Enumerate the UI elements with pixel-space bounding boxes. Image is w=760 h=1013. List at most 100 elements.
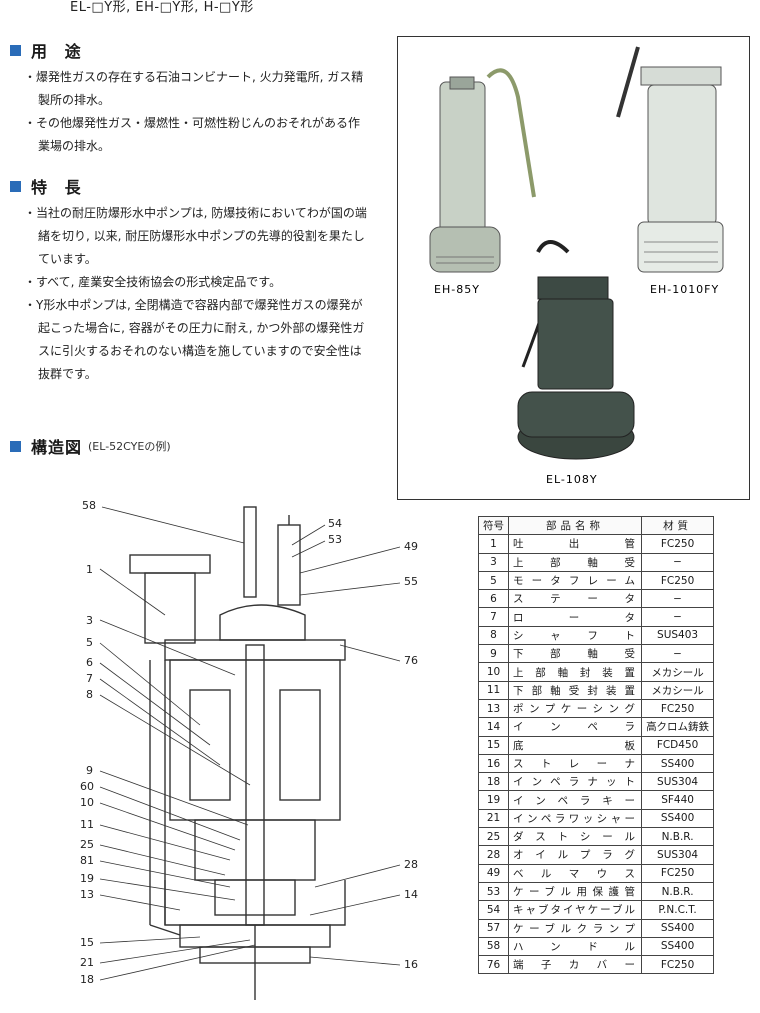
part-number: 7: [478, 607, 509, 627]
part-number: 13: [478, 698, 509, 719]
part-name: ケーブルクランプ: [507, 918, 643, 938]
diagram-label: 28: [404, 858, 418, 871]
structure-note: (EL-52CYEの例): [88, 440, 171, 453]
part-material: SUS304: [641, 845, 715, 865]
diagram-label: 16: [404, 958, 418, 971]
part-number: 19: [478, 790, 509, 810]
part-material: SS400: [641, 808, 715, 829]
part-name: キャブタイヤケーブル: [507, 900, 643, 920]
product-photo-box: EH-85Y EH-1010FY EL-108Y: [397, 36, 750, 500]
features-bullet: ・すべて, 産業安全技術協会の形式検定品です。: [24, 275, 282, 289]
page-header: EL-□Y形, EH-□Y形, H-□Y形: [70, 0, 254, 15]
part-name: ポンプケーシング: [507, 698, 643, 719]
part-number: 15: [478, 735, 509, 755]
diagram-label: 53: [328, 533, 342, 546]
diagram-label: 7: [86, 672, 93, 685]
part-name: 底板: [507, 735, 643, 755]
part-material: メカシール: [641, 680, 715, 700]
diagram-label: 49: [404, 540, 418, 553]
structure-title: 構造図: [31, 438, 83, 457]
caption-el108y: EL-108Y: [546, 473, 598, 486]
structure-drawing: [99, 506, 401, 1000]
diagram-label: 55: [404, 575, 418, 588]
usage-bullets: ・爆発性ガスの存在する石油コンビナート, 火力発電所, ガス精製所の排水。 ・そ…: [24, 66, 369, 158]
part-name: インペラワッシャー: [507, 808, 643, 829]
usage-section-title: 用 途: [10, 38, 87, 62]
part-material: FC250: [641, 863, 715, 883]
header-name: 部品名称: [507, 515, 643, 536]
pump-photos: EH-85Y EH-1010FY EL-108Y: [429, 46, 724, 486]
part-name: 吐出管: [507, 534, 643, 554]
diagram-label: 21: [80, 956, 94, 969]
part-material: SS400: [641, 936, 715, 957]
part-number: 10: [478, 662, 509, 682]
header-no: 符号: [478, 515, 509, 536]
diagram-label: 10: [80, 796, 94, 809]
part-name: 端子カバー: [507, 955, 643, 975]
features-bullets: ・当社の耐圧防爆形水中ポンプは, 防爆技術においてわが国の端緒を切り, 以来, …: [24, 202, 369, 386]
part-name: インペラキー: [507, 790, 643, 810]
caption-eh1010fy: EH-1010FY: [650, 283, 719, 296]
features-bullet: ・当社の耐圧防爆形水中ポンプは, 防爆技術においてわが国の端緒を切り, 以来, …: [24, 206, 367, 266]
diagram-label: 1: [86, 563, 93, 576]
part-material: −: [641, 607, 715, 627]
section-marker-icon: [10, 180, 21, 192]
part-name: オイルプラグ: [507, 845, 643, 865]
part-material: FC250: [641, 698, 715, 719]
diagram-label: 11: [80, 818, 94, 831]
part-number: 54: [478, 900, 509, 920]
part-number: 9: [478, 644, 509, 664]
diagram-label: 15: [80, 936, 94, 949]
diagram-label: 8: [86, 688, 93, 701]
part-name: ステータ: [507, 589, 643, 609]
part-material: FC250: [641, 534, 715, 554]
features-bullet: ・Y形水中ポンプは, 全閉構造で容器内部で爆発性ガスの爆発が起こった場合に, 容…: [24, 298, 365, 381]
part-material: FCD450: [641, 735, 715, 755]
diagram-label: 60: [80, 780, 94, 793]
part-number: 1: [478, 534, 509, 554]
part-name: ダストシール: [507, 827, 643, 847]
diagram-label: 25: [80, 838, 94, 851]
diagram-label: 76: [404, 654, 418, 667]
part-material: SF440: [641, 790, 715, 810]
part-number: 18: [478, 772, 509, 792]
header-material: 材質: [641, 515, 715, 536]
diagram-label: 6: [86, 656, 93, 669]
features-section-title: 特 長: [10, 174, 87, 198]
part-name: インペラナット: [507, 772, 643, 792]
part-name: ハンドル: [507, 936, 643, 957]
part-material: P.N.C.T.: [641, 900, 715, 920]
part-number: 53: [478, 881, 509, 902]
part-number: 57: [478, 918, 509, 938]
usage-bullet: ・その他爆発性ガス・爆燃性・可燃性粉じんのおそれがある作業場の排水。: [24, 116, 361, 153]
part-material: 高クロム鋳鉄: [641, 717, 715, 737]
part-name: ストレーナ: [507, 753, 643, 774]
part-material: N.B.R.: [641, 827, 715, 847]
part-name: モータフレーム: [507, 570, 643, 591]
part-material: SS400: [641, 918, 715, 938]
part-name: ベルマウス: [507, 863, 643, 883]
part-number: 28: [478, 845, 509, 865]
part-name: ケーブル用保護管: [507, 881, 643, 902]
diagram-label: 81: [80, 854, 94, 867]
part-material: SUS304: [641, 772, 715, 792]
pump-photo-el108y: [517, 240, 635, 460]
part-number: 11: [478, 680, 509, 700]
part-number: 21: [478, 808, 509, 829]
diagram-label: 19: [80, 872, 94, 885]
